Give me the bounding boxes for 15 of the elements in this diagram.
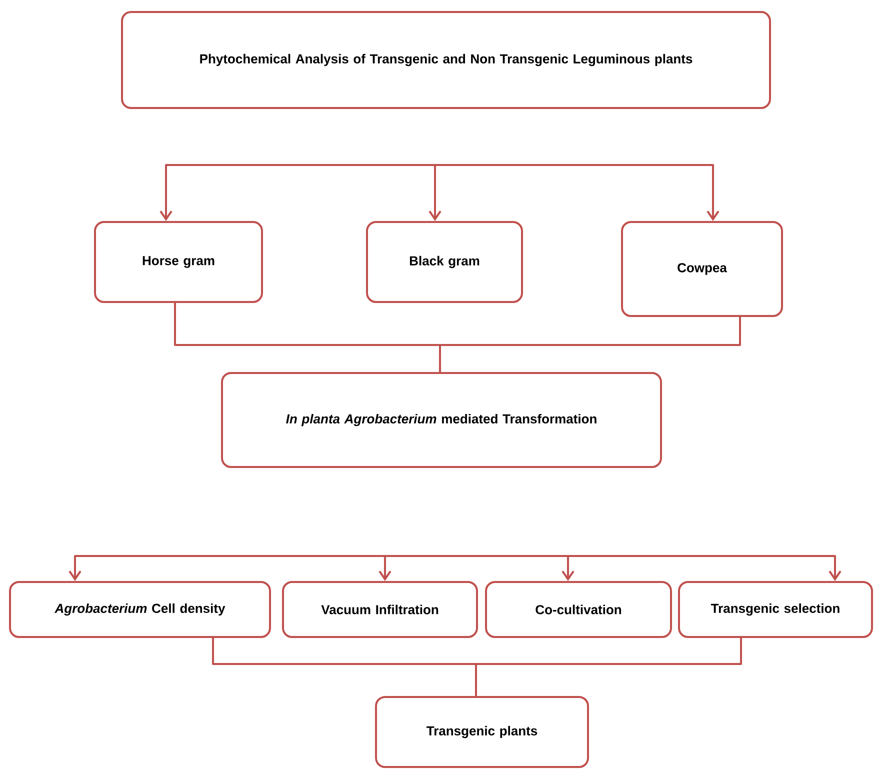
process-box: Transgenic plants: [375, 696, 589, 768]
process-box: Agrobacterium Cell density: [9, 581, 271, 638]
process-box: Transgenic selection: [678, 581, 873, 638]
arrow: [435, 164, 720, 221]
arrow: [160, 164, 435, 221]
process-box: Phytochemical Analysis of Transgenic and Non Transgenic Leguminous plants: [121, 11, 771, 109]
process-box: Black gram: [366, 221, 523, 303]
process-box: Co-cultivation: [485, 581, 672, 638]
process-box: In planta Agrobacterium mediated Transformation: [221, 372, 662, 468]
arrow: [68, 555, 385, 582]
process-box: Horse gram: [94, 221, 263, 303]
arrow: [378, 556, 392, 582]
process-box: Cowpea: [621, 221, 784, 317]
process-box: Vacuum Infiltration: [282, 581, 478, 638]
arrow: [428, 165, 442, 221]
